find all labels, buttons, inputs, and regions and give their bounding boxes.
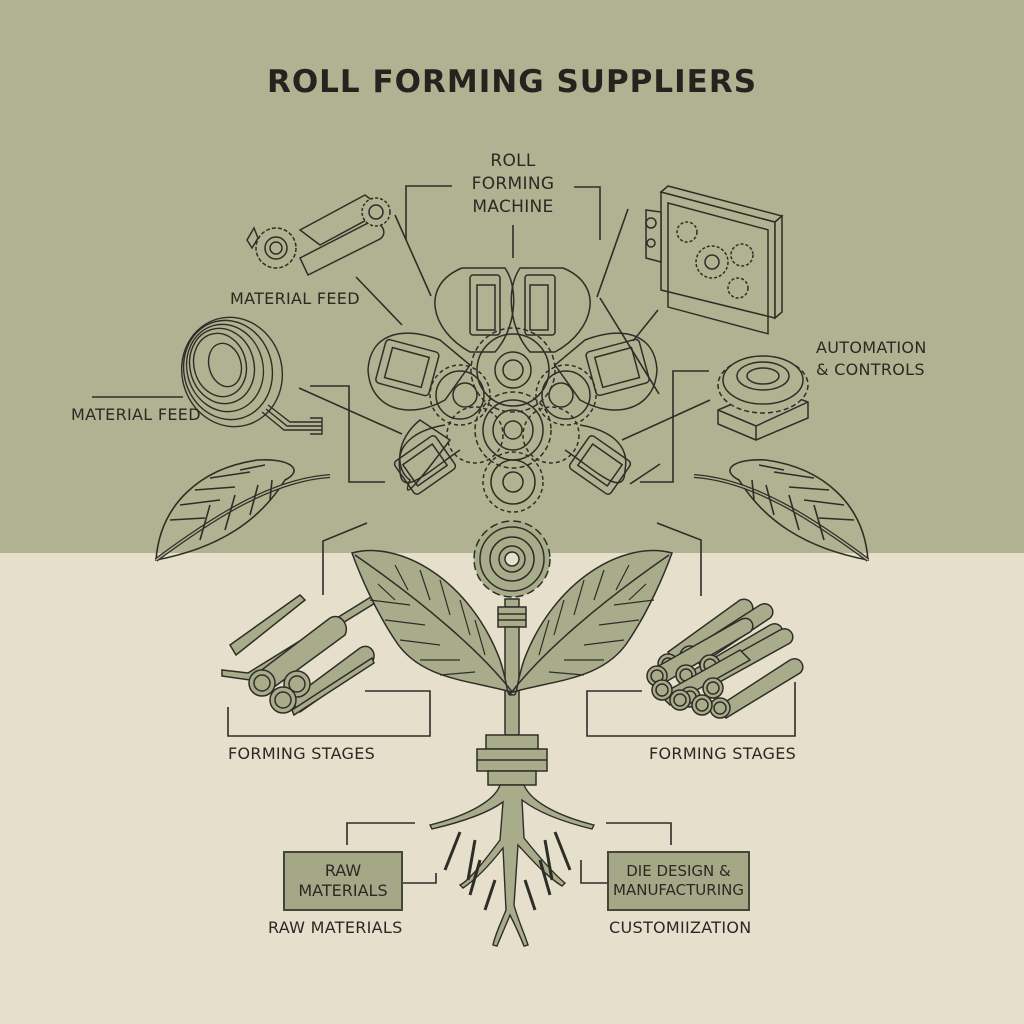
label-customization: CUSTOMIIZATION [609, 918, 752, 937]
center-label-line-3: MACHINE [472, 197, 554, 217]
feed-rollers-icon [246, 194, 391, 277]
die-design-box-line-1: DIE DESIGN & [626, 862, 731, 881]
automation-label-line-1: AUTOMATION [816, 338, 927, 357]
rolled-profiles-icon [221, 594, 382, 717]
raw-materials-box-line-1: RAW [324, 861, 362, 880]
left-side-leaf-icon [154, 459, 331, 562]
die-design-box-line-2: MANUFACTURING [613, 881, 744, 899]
label-forming-stages-left: FORMING STAGES [228, 744, 376, 763]
page-title: ROLL FORMING SUPPLIERS [266, 64, 758, 100]
coil-icon [180, 316, 323, 435]
raw-materials-box-line-2: MATERIALS [298, 881, 388, 900]
control-panel-gears-icon [645, 185, 784, 335]
plant-stem-icon [351, 520, 673, 786]
label-raw-materials: RAW MATERIALS [268, 918, 403, 937]
top-background-panel [0, 0, 1024, 553]
roots-icon [428, 784, 596, 947]
raw-materials-box: RAW MATERIALS [283, 851, 403, 911]
right-side-leaf-icon [693, 459, 870, 562]
tube-bundle-icon [646, 598, 804, 719]
label-material-feed-top: MATERIAL FEED [230, 289, 360, 308]
label-automation-controls: AUTOMATION & CONTROLS [816, 337, 927, 381]
label-forming-stages-right: FORMING STAGES [649, 744, 797, 763]
center-label-roll-forming-machine: ROLL FORMING MACHINE [448, 150, 578, 219]
gear-block-icon [717, 355, 809, 441]
center-label-line-1: ROLL [490, 151, 536, 171]
automation-label-line-2: & CONTROLS [816, 360, 925, 379]
label-material-feed-left: MATERIAL FEED [71, 405, 201, 424]
gear-flower-icon [367, 267, 658, 513]
die-design-box: DIE DESIGN & MANUFACTURING [607, 851, 750, 911]
center-label-line-2: FORMING [471, 174, 555, 194]
connector-lines [92, 185, 796, 884]
